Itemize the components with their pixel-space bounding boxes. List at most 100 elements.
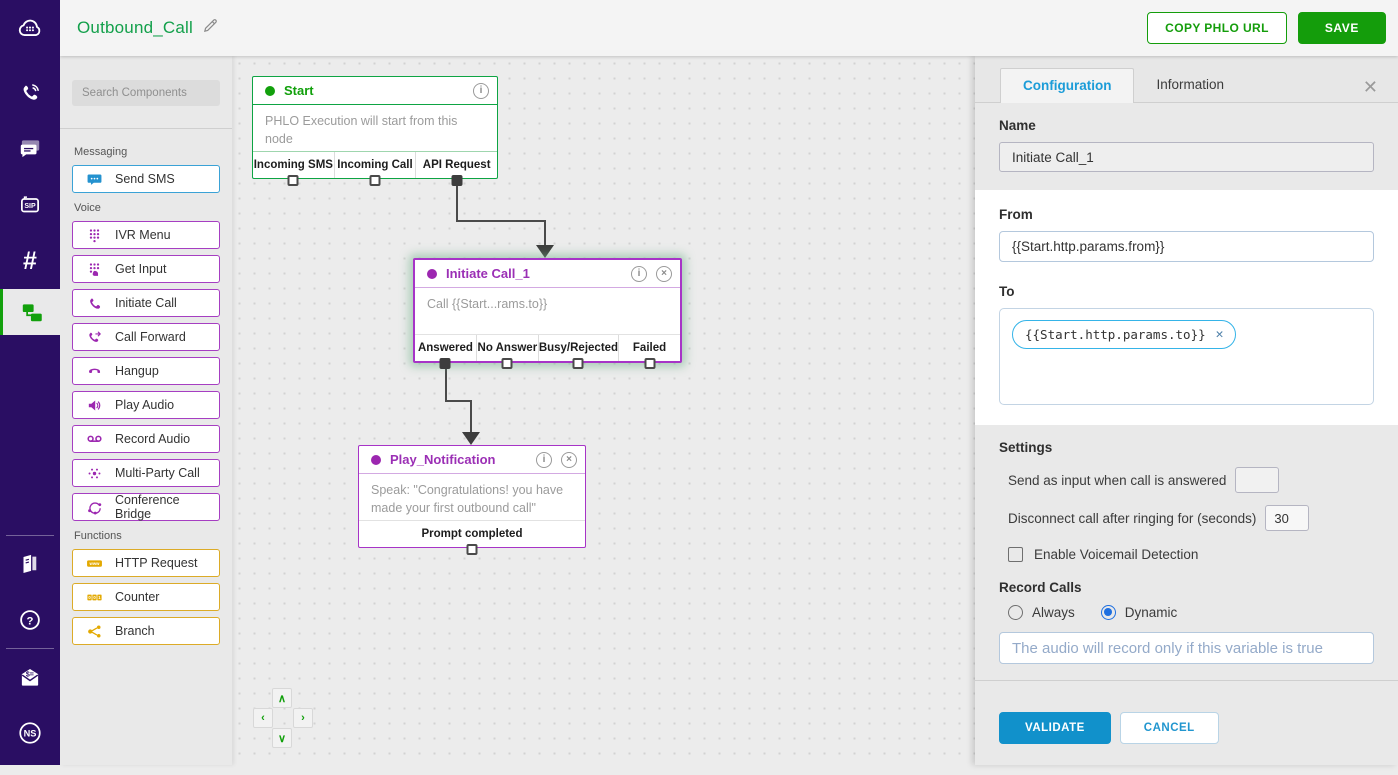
plivo-cloud-logo-icon[interactable] [0, 0, 60, 56]
conference-loop-icon [86, 499, 103, 516]
panel-close-icon[interactable]: ✕ [1362, 77, 1378, 97]
phlo-flow-icon[interactable] [0, 289, 60, 335]
copy-phlo-url-button[interactable]: COPY PHLO URL [1147, 12, 1287, 44]
wire-start-to-initiate [456, 182, 458, 222]
messaging-icon[interactable] [0, 121, 60, 177]
cancel-button[interactable]: CANCEL [1119, 712, 1219, 744]
components-panel: Messaging Send SMS Voice IVR Menu Get In… [60, 56, 232, 765]
output-api-request[interactable]: API Request [415, 152, 497, 186]
output-prompt-completed[interactable]: Prompt completed [359, 521, 585, 555]
phone-numbers-hash-icon[interactable]: # [23, 246, 37, 275]
chip-text: {{Start.http.params.to}} [1025, 327, 1206, 342]
name-input[interactable] [999, 142, 1374, 172]
flow-canvas[interactable]: Start i PHLO Execution will start from t… [232, 56, 975, 765]
node-title: Play_Notification [390, 452, 496, 467]
node-start[interactable]: Start i PHLO Execution will start from t… [252, 76, 498, 186]
section-label-messaging: Messaging [74, 146, 128, 158]
rail-divider [6, 535, 54, 536]
output-incoming-sms[interactable]: Incoming SMS [253, 152, 334, 186]
output-port[interactable] [466, 544, 478, 555]
output-port[interactable] [369, 175, 381, 186]
output-answered[interactable]: Answered [415, 335, 476, 369]
component-record-audio[interactable]: Record Audio [72, 425, 220, 453]
section-label-voice: Voice [74, 202, 101, 214]
record-option-dynamic[interactable]: Dynamic [1100, 605, 1177, 620]
component-initiate-call[interactable]: Initiate Call [72, 289, 220, 317]
to-variable-chip[interactable]: {{Start.http.params.to}} ✕ [1012, 320, 1237, 349]
record-calls-label: Record Calls [999, 580, 1082, 595]
to-label: To [999, 284, 1015, 299]
output-port-connected[interactable] [451, 175, 463, 186]
output-busy-rejected[interactable]: Busy/Rejected [537, 335, 618, 369]
component-get-input[interactable]: Get Input [72, 255, 220, 283]
send-as-input-field[interactable] [1235, 467, 1280, 493]
node-initiate-call-1[interactable]: Initiate Call_1 i × Call {{Start...rams.… [413, 258, 682, 369]
panel-actions: VALIDATE CANCEL [975, 681, 1398, 775]
info-icon[interactable]: i [536, 451, 552, 468]
info-icon[interactable]: i [473, 82, 489, 99]
svg-text:www: www [89, 561, 101, 566]
top-bar: Outbound_Call COPY PHLO URL SAVE [60, 0, 1398, 56]
node-play-notification[interactable]: Play_Notification i × Speak: "Congratula… [358, 445, 586, 555]
svg-text:NS: NS [24, 729, 37, 739]
pan-right-button[interactable]: › [293, 708, 313, 728]
output-failed[interactable]: Failed [618, 335, 680, 369]
component-play-audio[interactable]: Play Audio [72, 391, 220, 419]
component-hangup[interactable]: Hangup [72, 357, 220, 385]
voice-phone-icon[interactable] [0, 65, 60, 121]
search-components-input[interactable] [72, 80, 220, 106]
output-port[interactable] [572, 358, 584, 369]
tab-information[interactable]: Information [1156, 77, 1225, 92]
output-port[interactable] [644, 358, 656, 369]
node-status-dot [371, 454, 381, 465]
info-icon[interactable]: i [631, 265, 647, 282]
record-variable-input[interactable] [999, 632, 1374, 664]
account-avatar-icon[interactable]: NS [0, 705, 60, 761]
component-branch[interactable]: Branch [72, 617, 220, 645]
save-button[interactable]: SAVE [1297, 12, 1386, 44]
config-tab-bar: Configuration Information ✕ [975, 56, 1398, 103]
output-port[interactable] [501, 358, 513, 369]
rail-divider [6, 648, 54, 649]
pan-up-button[interactable]: ∧ [272, 688, 292, 708]
pan-down-button[interactable]: ∨ [272, 728, 292, 748]
component-multi-party-call[interactable]: Multi-Party Call [72, 459, 220, 487]
svg-text:$=: $= [26, 671, 34, 678]
component-http-request[interactable]: www HTTP Request [72, 549, 220, 577]
component-label: HTTP Request [115, 556, 198, 570]
chip-remove-icon[interactable]: ✕ [1215, 327, 1224, 342]
disconnect-seconds-input[interactable] [1265, 505, 1310, 531]
help-question-icon[interactable]: ? [0, 592, 60, 648]
close-icon[interactable]: × [656, 265, 672, 282]
node-description: Speak: "Congratulations! you have made y… [359, 473, 585, 520]
name-label: Name [999, 118, 1036, 133]
radio-always[interactable] [1008, 605, 1023, 620]
left-nav-rail: SIP # ? $= NS [0, 0, 60, 765]
svg-text:?: ? [27, 615, 34, 627]
record-option-always[interactable]: Always [1008, 605, 1075, 620]
docs-book-icon[interactable] [0, 536, 60, 592]
close-icon[interactable]: × [561, 451, 577, 468]
svg-text:0: 0 [88, 595, 91, 600]
output-port-connected[interactable] [439, 358, 451, 369]
output-no-answer[interactable]: No Answer [475, 335, 538, 369]
voicemail-detection-checkbox[interactable] [1008, 547, 1023, 562]
phlo-title: Outbound_Call [77, 18, 194, 37]
sip-trunking-icon[interactable]: SIP [0, 177, 60, 233]
component-ivr-menu[interactable]: IVR Menu [72, 221, 220, 249]
pan-left-button[interactable]: ‹ [253, 708, 273, 728]
from-input[interactable] [999, 231, 1374, 262]
component-call-forward[interactable]: Call Forward [72, 323, 220, 351]
panel-divider [60, 128, 232, 129]
edit-title-pencil-icon[interactable] [202, 17, 219, 39]
component-send-sms[interactable]: Send SMS [72, 165, 220, 193]
billing-envelope-icon[interactable]: $= [0, 649, 60, 705]
component-conference-bridge[interactable]: Conference Bridge [72, 493, 220, 521]
output-incoming-call[interactable]: Incoming Call [333, 152, 416, 186]
to-input-box[interactable]: {{Start.http.params.to}} ✕ [999, 308, 1374, 405]
radio-dynamic-selected[interactable] [1100, 605, 1116, 620]
validate-button[interactable]: VALIDATE [999, 712, 1111, 744]
tab-configuration[interactable]: Configuration [1000, 68, 1135, 103]
output-port[interactable] [287, 175, 299, 186]
